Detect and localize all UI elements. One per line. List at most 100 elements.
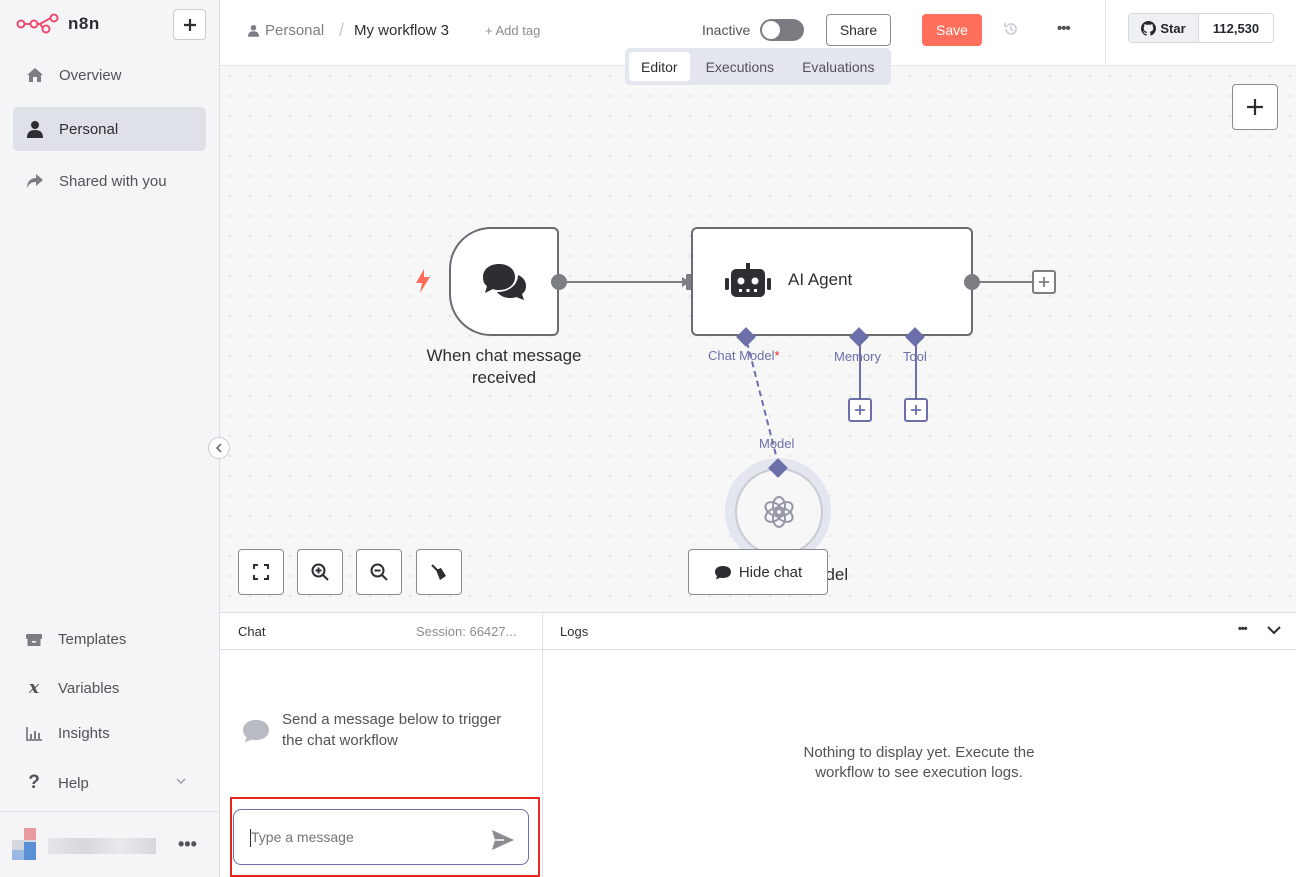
broom-icon bbox=[431, 564, 446, 580]
active-status-label: Inactive bbox=[702, 22, 751, 38]
logs-header: Logs ••• bbox=[543, 613, 1296, 650]
home-icon bbox=[25, 67, 45, 83]
workflow-menu-more-icon[interactable]: ••• bbox=[1057, 20, 1071, 37]
plus-icon bbox=[1039, 277, 1049, 287]
hide-chat-button[interactable]: Hide chat bbox=[688, 549, 828, 595]
chat-model-port-text: Chat Model bbox=[708, 348, 775, 363]
ai-agent-node[interactable]: AI Agent bbox=[691, 227, 973, 336]
sidebar-item-personal[interactable]: Personal bbox=[13, 107, 206, 151]
add-tag-link[interactable]: + Add tag bbox=[485, 23, 541, 38]
plus-icon bbox=[855, 405, 865, 415]
chat-empty-message: Send a message below to trigger the chat… bbox=[282, 711, 502, 749]
openai-model-node[interactable] bbox=[735, 468, 823, 556]
tab-editor[interactable]: Editor bbox=[629, 52, 690, 81]
breadcrumb-separator: / bbox=[339, 20, 345, 40]
message-input[interactable] bbox=[251, 822, 481, 852]
trigger-bolt-icon bbox=[416, 269, 430, 298]
github-star-button[interactable]: Star bbox=[1129, 14, 1199, 42]
avatar[interactable] bbox=[12, 828, 48, 860]
create-button[interactable] bbox=[173, 9, 206, 40]
openai-icon bbox=[764, 496, 794, 528]
model-port-label: Model bbox=[759, 436, 795, 451]
sidebar-item-insights[interactable]: Insights bbox=[24, 725, 110, 742]
fit-view-button[interactable] bbox=[238, 549, 284, 595]
agent-input-handle[interactable] bbox=[686, 274, 694, 290]
add-memory-button[interactable] bbox=[848, 398, 872, 422]
sidebar-item-shared[interactable]: Shared with you bbox=[13, 159, 206, 203]
breadcrumb[interactable]: Personal bbox=[248, 22, 324, 39]
logs-more-icon[interactable]: ••• bbox=[1238, 623, 1248, 635]
send-icon[interactable] bbox=[491, 829, 515, 851]
header-divider bbox=[1105, 0, 1106, 66]
sidebar-item-overview[interactable]: Overview bbox=[13, 53, 206, 97]
user-icon bbox=[25, 120, 45, 138]
message-input-box[interactable] bbox=[233, 809, 529, 865]
chevron-left-icon bbox=[216, 443, 222, 453]
chat-column: Chat Session: 66427... Send a message be… bbox=[220, 613, 543, 877]
sidebar-item-help[interactable]: ? Help bbox=[24, 772, 186, 794]
chat-trigger-label: When chat message received bbox=[426, 346, 582, 387]
chart-icon bbox=[24, 726, 44, 741]
active-toggle[interactable] bbox=[760, 19, 804, 41]
user-menu-more-icon[interactable]: ••• bbox=[178, 834, 197, 854]
user-name-blurred bbox=[48, 838, 156, 854]
trigger-output-handle[interactable] bbox=[551, 274, 567, 290]
sidebar-item-label: Templates bbox=[58, 631, 127, 648]
logs-empty-message: Nothing to display yet. Execute the work… bbox=[803, 744, 1035, 781]
chat-header: Chat Session: 66427... bbox=[220, 613, 542, 650]
history-icon[interactable] bbox=[1003, 21, 1019, 42]
variable-icon: x bbox=[28, 678, 40, 698]
github-star-widget[interactable]: Star 112,530 bbox=[1128, 13, 1274, 43]
session-id[interactable]: Session: 66427... bbox=[416, 624, 517, 639]
tool-port-label: Tool bbox=[903, 349, 927, 364]
hide-chat-label: Hide chat bbox=[738, 563, 803, 581]
canvas-connections bbox=[559, 277, 1032, 464]
sidebar-item-templates[interactable]: Templates bbox=[24, 631, 126, 648]
add-node-button[interactable] bbox=[1232, 84, 1278, 130]
zoom-out-button[interactable] bbox=[356, 549, 402, 595]
tab-evaluations[interactable]: Evaluations bbox=[802, 58, 875, 75]
sidebar-divider bbox=[0, 811, 219, 812]
zoom-in-icon bbox=[311, 563, 329, 581]
add-next-node-button[interactable] bbox=[1032, 270, 1056, 294]
view-tabs: Editor Executions Evaluations bbox=[625, 48, 891, 85]
sidebar-item-label: Variables bbox=[58, 679, 120, 697]
save-button[interactable]: Save bbox=[922, 14, 982, 46]
n8n-logo-icon bbox=[16, 13, 59, 34]
zoom-in-button[interactable] bbox=[297, 549, 343, 595]
workflow-name[interactable]: My workflow 3 bbox=[354, 22, 450, 39]
app-name: n8n bbox=[68, 14, 100, 33]
box-icon bbox=[24, 633, 44, 647]
required-mark: * bbox=[774, 348, 780, 363]
chat-model-port-label: Chat Model* bbox=[708, 348, 780, 363]
agent-output-handle[interactable] bbox=[964, 274, 980, 290]
chat-title: Chat bbox=[238, 624, 266, 639]
collapse-sidebar-button[interactable] bbox=[208, 437, 230, 459]
input-highlight-box bbox=[230, 797, 540, 877]
chat-logs-panel: Chat Session: 66427... Send a message be… bbox=[220, 612, 1296, 877]
chat-bubbles-icon bbox=[483, 263, 526, 300]
sidebar-item-label: Personal bbox=[59, 120, 119, 138]
question-icon: ? bbox=[28, 772, 40, 793]
fit-view-icon bbox=[253, 564, 269, 580]
tidy-up-button[interactable] bbox=[416, 549, 462, 595]
sidebar-item-label: Help bbox=[58, 774, 89, 792]
chevron-down-icon[interactable] bbox=[1267, 626, 1281, 635]
plus-icon bbox=[1247, 99, 1263, 115]
plus-icon bbox=[183, 18, 196, 31]
share-icon bbox=[25, 173, 45, 189]
add-tool-button[interactable] bbox=[904, 398, 928, 422]
share-button[interactable]: Share bbox=[826, 14, 891, 46]
sidebar-item-label: Shared with you bbox=[59, 172, 167, 190]
sidebar-item-variables[interactable]: x Variables bbox=[24, 678, 120, 698]
chevron-down-icon bbox=[176, 778, 186, 784]
app-logo[interactable]: n8n bbox=[16, 12, 100, 36]
workflow-canvas[interactable]: When chat message received AI Agent Chat… bbox=[220, 66, 1296, 612]
tab-executions[interactable]: Executions bbox=[705, 58, 775, 75]
logs-title: Logs bbox=[560, 624, 589, 639]
breadcrumb-project[interactable]: Personal bbox=[265, 22, 325, 39]
chat-trigger-node[interactable] bbox=[449, 227, 559, 336]
github-star-count[interactable]: 112,530 bbox=[1199, 14, 1273, 42]
sidebar-item-label: Overview bbox=[59, 66, 122, 84]
sidebar-item-label: Insights bbox=[58, 725, 110, 742]
